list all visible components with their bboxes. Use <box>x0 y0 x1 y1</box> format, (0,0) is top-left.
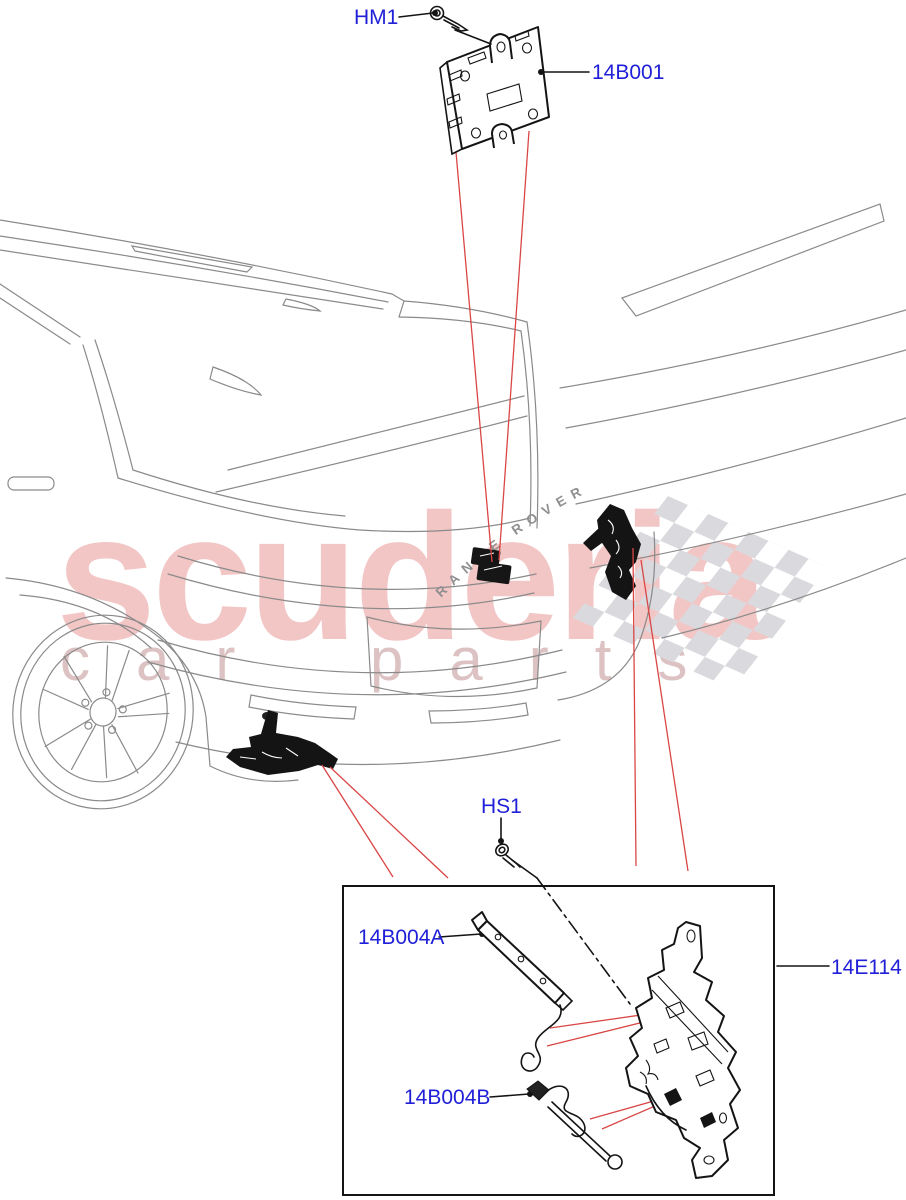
bracket-14b004a-drawing <box>471 911 574 1072</box>
highlighted-bumper-bracket <box>226 710 338 775</box>
callout-14e114[interactable]: 14E114 <box>831 956 902 979</box>
screw-hm1-drawing <box>429 5 470 32</box>
leader-lines <box>398 10 830 1098</box>
callout-14b004a[interactable]: 14B004A <box>358 926 445 949</box>
assembly-14e114-drawing <box>625 921 741 1179</box>
highlighted-tailgate-antenna <box>470 547 512 585</box>
callout-14b001[interactable]: 14B001 <box>592 61 665 84</box>
svg-text:RANGE ROVER: RANGE ROVER <box>433 481 591 600</box>
callout-hm1[interactable]: HM1 <box>354 6 399 29</box>
callout-hs1[interactable]: HS1 <box>481 795 522 818</box>
callout-14b004b[interactable]: 14B004B <box>404 1086 491 1109</box>
module-14b001-drawing <box>439 26 550 156</box>
vehicle-badge-text: RANGE ROVER <box>433 481 583 600</box>
rear-wheel <box>12 614 194 810</box>
cable-14b004b-drawing <box>526 1080 623 1170</box>
highlighted-tailgate-side-bracket <box>583 504 641 600</box>
vehicle-line-art: RANGE ROVER <box>0 203 906 810</box>
detail-inset-box <box>342 885 775 1196</box>
